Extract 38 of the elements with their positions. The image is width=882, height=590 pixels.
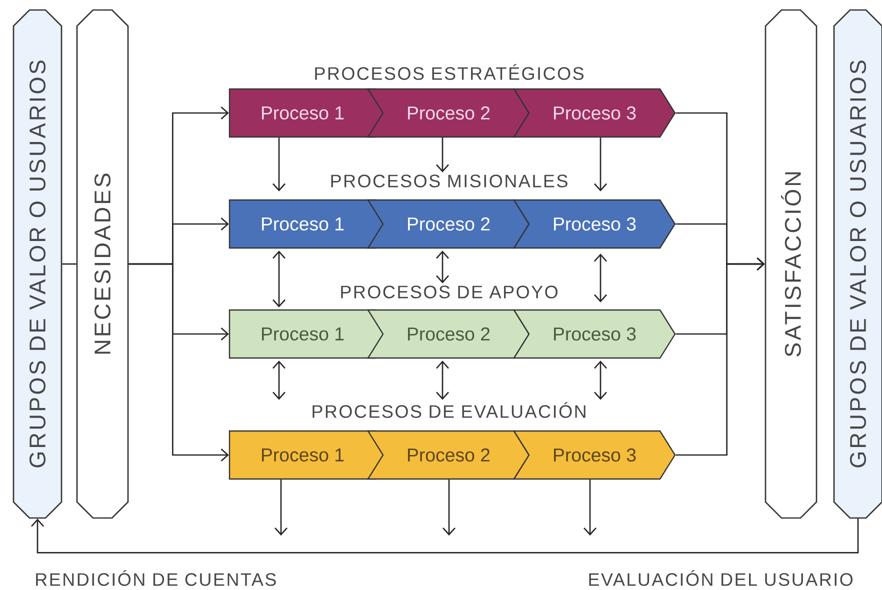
arrow	[274, 480, 288, 536]
process-step: Proceso 1	[228, 88, 392, 138]
group-panel: GRUPOS DE VALOR O USUARIOS	[833, 9, 882, 519]
arrow	[436, 250, 449, 284]
arrow	[442, 480, 456, 536]
process-step: Proceso 1	[228, 309, 392, 359]
arrow	[676, 258, 765, 456]
arrow	[128, 263, 229, 462]
arrow	[31, 518, 859, 554]
arrow	[272, 250, 286, 308]
connector-line	[62, 263, 76, 265]
process-step: Proceso 2	[366, 430, 530, 480]
process-step: Proceso 3	[512, 309, 676, 359]
process-step: Proceso 1	[228, 199, 392, 249]
process-step: Proceso 3	[512, 199, 676, 249]
arrow	[594, 254, 607, 302]
process-step: Proceso 3	[512, 430, 676, 480]
arrow	[594, 138, 607, 192]
process-step: Proceso 2	[366, 199, 530, 249]
section-heading: PROCESOS MISIONALES	[331, 174, 568, 188]
flow-label: RENDICIÓN DE CUENTAS	[36, 570, 276, 586]
flow-label: EVALUACIÓN DEL USUARIO	[589, 570, 853, 586]
process-step: Proceso 3	[512, 88, 676, 138]
arrow	[584, 480, 596, 536]
process-step: Proceso 2	[366, 88, 530, 138]
arrow	[594, 360, 607, 400]
group-panel: GRUPOS DE VALOR O USUARIOS	[12, 9, 62, 519]
arrow	[436, 360, 449, 400]
section-heading: PROCESOS DE APOYO	[341, 286, 558, 298]
process-step: Proceso 1	[228, 430, 392, 480]
arrow	[272, 360, 286, 400]
arrow	[436, 138, 449, 172]
process-step: Proceso 2	[366, 309, 530, 359]
section-heading: PROCESOS ESTRATÉGICOS	[315, 64, 584, 80]
arrow	[272, 138, 286, 192]
stage-panel: SATISFACCIÓN	[764, 9, 818, 519]
stage-panel: NECESIDADES	[76, 9, 129, 519]
section-heading: PROCESOS DE EVALUACIÓN	[312, 402, 586, 418]
